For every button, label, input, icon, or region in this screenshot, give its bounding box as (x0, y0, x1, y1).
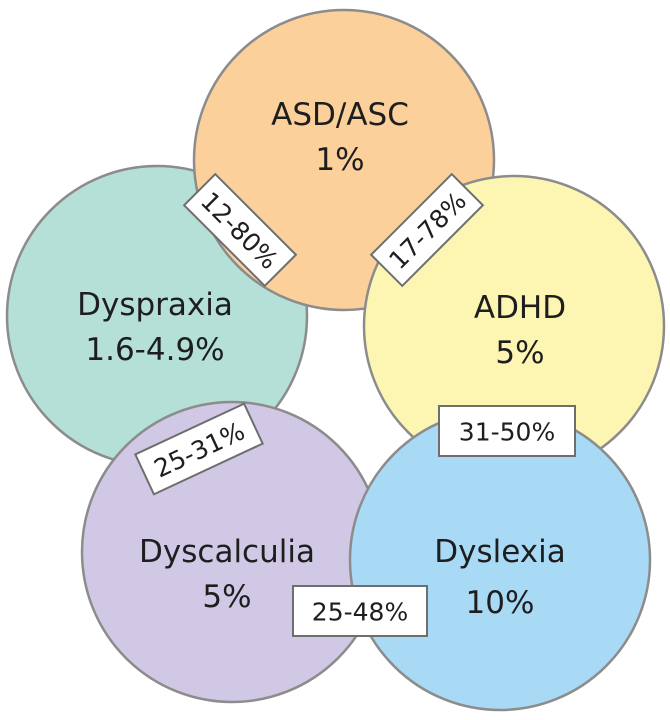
dyspraxia-name: Dyspraxia (77, 287, 233, 323)
asd-prevalence: 1% (315, 142, 364, 178)
dyslexia-name: Dyslexia (434, 534, 565, 570)
adhd-name: ADHD (474, 290, 566, 326)
overlap-dyscalculia-dyslexia: 25-48% (292, 585, 428, 637)
overlap-box (182, 172, 298, 288)
overlap-adhd-dyslexia: 31-50% (438, 405, 576, 457)
overlap-box (438, 405, 576, 457)
asd-name: ASD/ASC (271, 97, 409, 133)
overlap-box (133, 402, 265, 496)
overlap-box (369, 172, 485, 288)
dyspraxia-prevalence: 1.6-4.9% (85, 332, 224, 368)
dyslexia-prevalence: 10% (466, 585, 535, 621)
adhd-prevalence: 5% (495, 335, 544, 371)
dyscalculia-name: Dyscalculia (139, 534, 315, 570)
overlap-box (292, 585, 428, 637)
overlap-label: 25-48% (312, 598, 408, 627)
overlap-label: 31-50% (459, 418, 555, 447)
dyscalculia-prevalence: 5% (202, 579, 251, 615)
